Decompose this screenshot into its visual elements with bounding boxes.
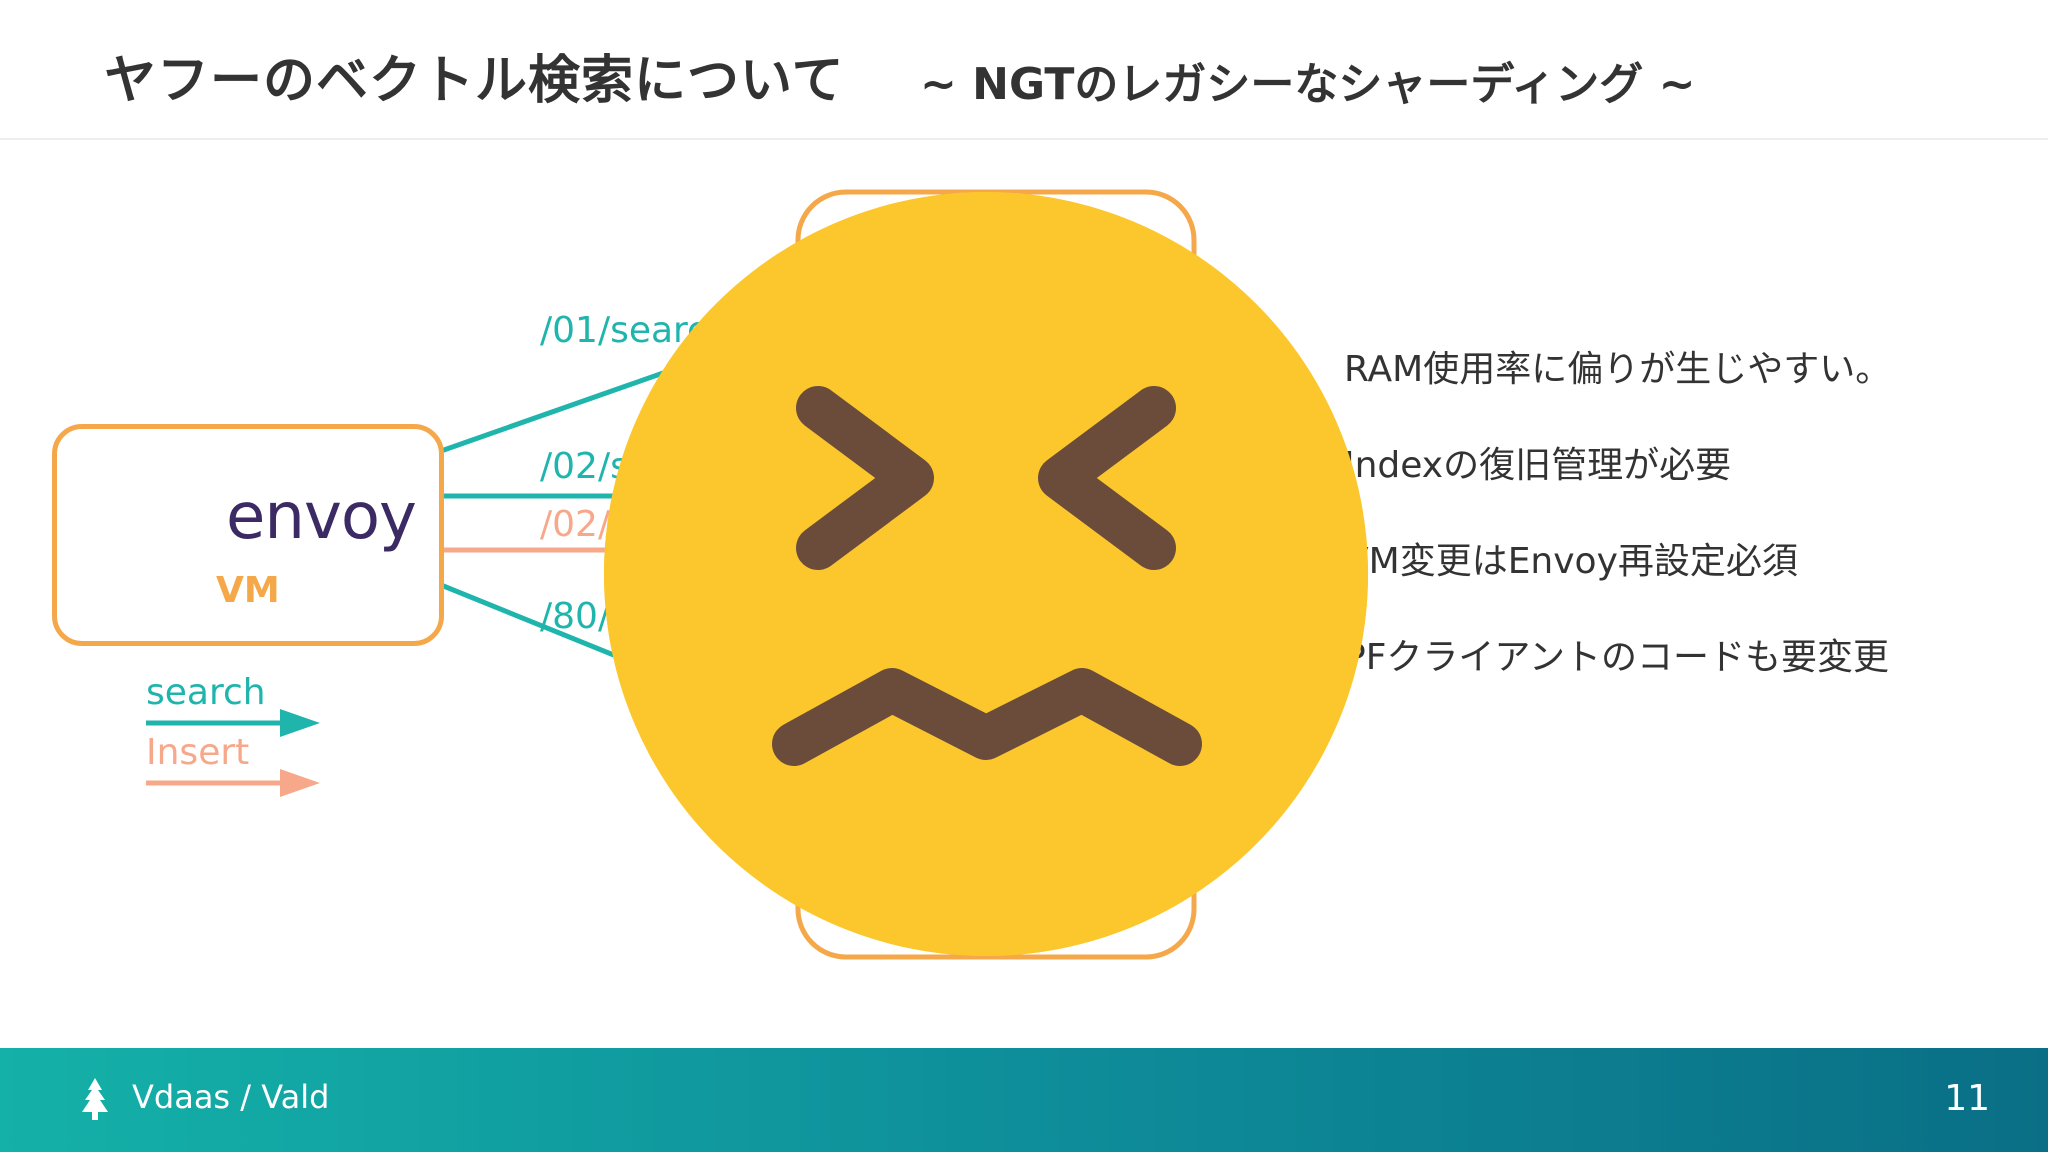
route-label-02-search: /02/s [540,446,629,487]
envoy-wordmark: envoy [226,480,417,554]
slide-footer: Vdaas / Vald 11 [0,1048,2048,1152]
vald-logo-icon [82,1078,108,1120]
route-label-80-search: /80/ [540,596,611,637]
legend-insert-arrow [146,769,320,797]
legend-insert-label: Insert [146,732,250,773]
legend-search-arrow [146,709,320,737]
bullet-ram-imbalance: RAM使用率に偏りが生じやすい。 [1344,349,1892,390]
envoy-vm-box [52,424,444,646]
bullet-vm-change: VM変更はEnvoy再設定必須 [1344,541,1798,582]
bullet-client-code: PFクライアントのコードも要変更 [1344,637,1889,678]
slide-title: ヤフーのベクトル検索について [104,51,845,111]
slide-subtitle: ~ NGTのレガシーなシャーディング ~ [920,59,1696,110]
route-label-02-insert: /02/ [540,504,611,545]
footer-brand: Vdaas / Vald [132,1078,330,1116]
slide-header: ヤフーのベクトル検索について ~ NGTのレガシーなシャーディング ~ [0,0,2048,140]
route-label-01-search: /01/searc [540,310,707,351]
bullet-index-recovery: Indexの復旧管理が必要 [1344,445,1732,486]
vm-label: VM [216,570,280,611]
page-number: 11 [1944,1078,1990,1119]
legend-search-label: search [146,672,266,713]
confounded-face-emoji [604,192,1368,956]
